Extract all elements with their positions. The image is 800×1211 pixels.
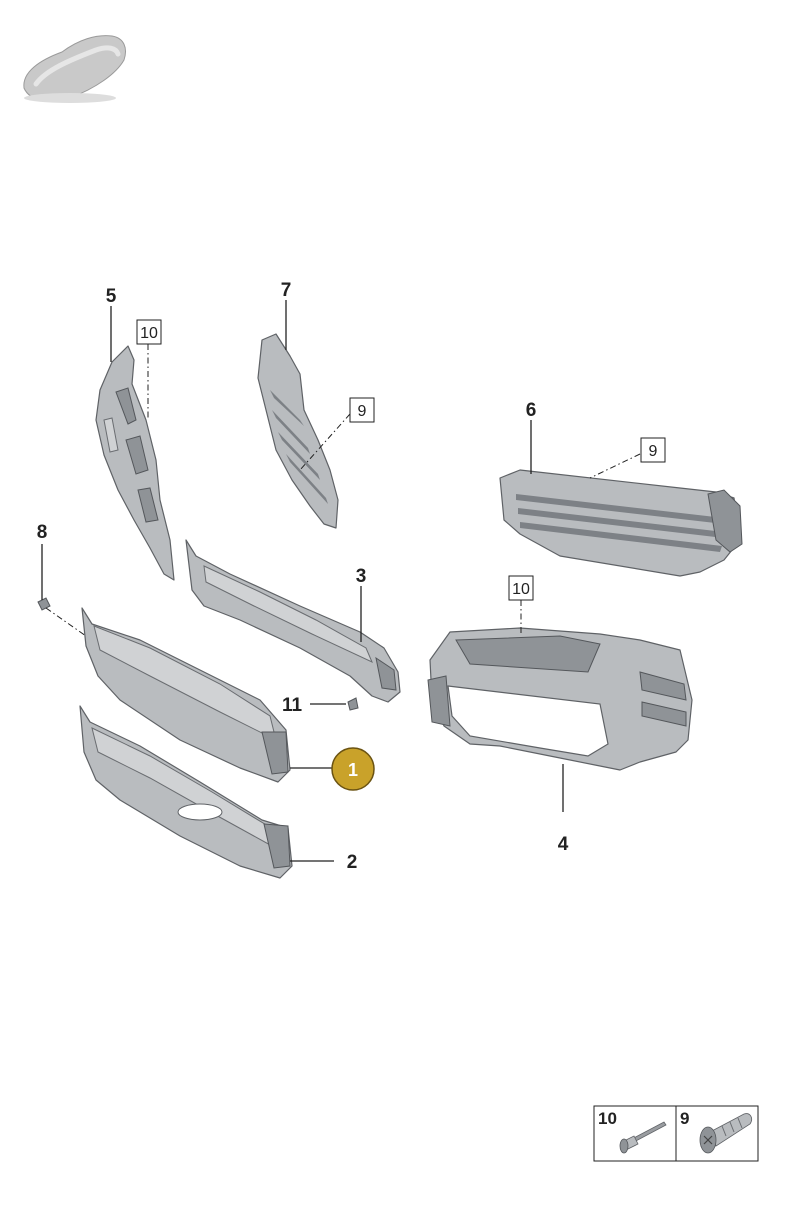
boxed-ref-label: 9 xyxy=(358,403,367,420)
part-5-air-guide-left[interactable] xyxy=(95,345,175,581)
screw-icon xyxy=(699,1113,752,1154)
highlight-circle xyxy=(331,747,375,791)
boxed-ref-9-top[interactable]: 9 xyxy=(349,397,375,423)
callout-5: 5 xyxy=(106,286,117,307)
legend-number-right: 9 xyxy=(680,1109,689,1128)
leader-lines xyxy=(41,300,641,862)
callout-7: 7 xyxy=(281,280,292,301)
part-11-clip[interactable] xyxy=(347,697,359,711)
boxed-ref-9-right[interactable]: 9 xyxy=(640,437,666,463)
callout-11: 11 xyxy=(282,695,303,716)
boxed-ref-label: 10 xyxy=(512,581,530,598)
fastener-legend: 10 9 xyxy=(593,1105,759,1162)
part-4-radiator-frame[interactable] xyxy=(427,627,693,771)
callout-4: 4 xyxy=(558,834,569,855)
callout-3: 3 xyxy=(356,566,367,587)
part-3-mounting-bracket[interactable] xyxy=(185,539,401,703)
legend-number-left: 10 xyxy=(598,1109,617,1128)
part-2-air-guide-lower[interactable] xyxy=(79,705,293,879)
boxed-ref-label: 9 xyxy=(649,443,658,460)
part-6-air-shutter[interactable] xyxy=(499,469,743,577)
highlight-callout-1[interactable]: 1 xyxy=(331,747,375,791)
boxed-ref-10-top[interactable]: 10 xyxy=(136,319,162,345)
boxed-ref-label: 10 xyxy=(140,325,158,342)
rivet-icon xyxy=(619,1121,667,1154)
highlight-label: 1 xyxy=(348,760,358,780)
part-8-clip[interactable] xyxy=(37,597,51,611)
boxed-ref-10-lower[interactable]: 10 xyxy=(508,575,534,601)
callout-2: 2 xyxy=(347,852,358,873)
part-7-side-duct[interactable] xyxy=(257,333,339,529)
part-1-air-guide-lower-upper[interactable] xyxy=(81,607,291,783)
car-silhouette-icon[interactable] xyxy=(23,35,126,103)
callout-6: 6 xyxy=(526,400,537,421)
callout-8: 8 xyxy=(37,522,48,543)
